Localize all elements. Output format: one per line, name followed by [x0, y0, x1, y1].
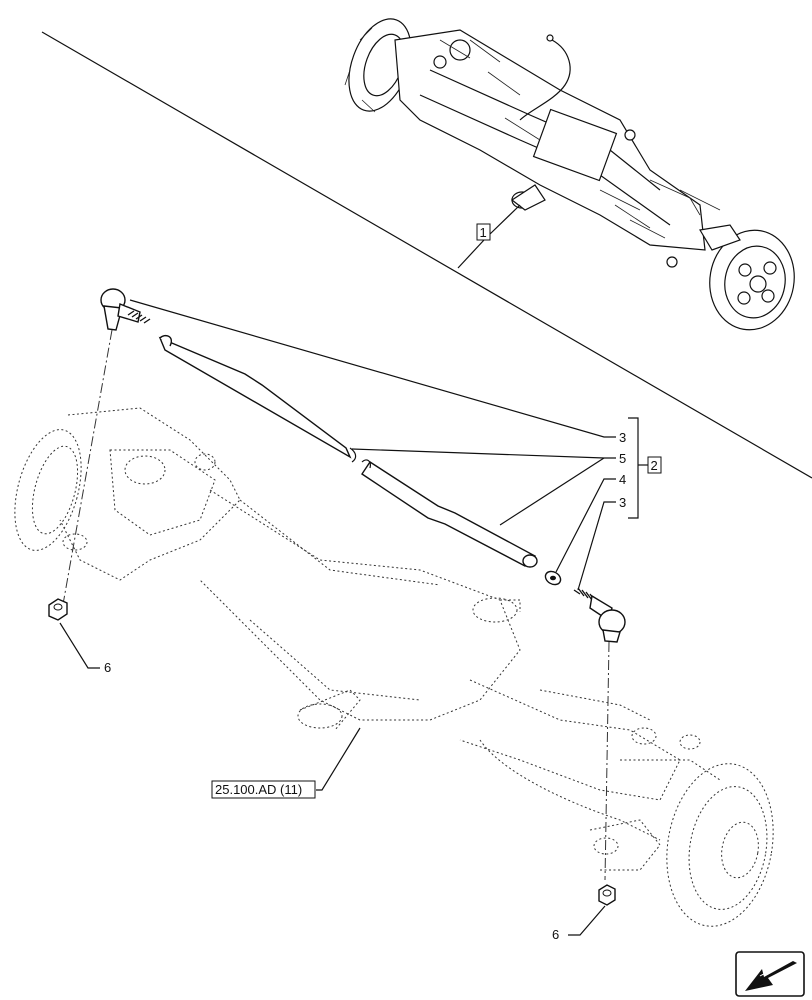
callout-3-top-leader — [129, 299, 616, 438]
callout-4-leader — [555, 478, 616, 573]
left-pin-axis — [61, 329, 113, 611]
tie-rod-tube — [158, 334, 538, 568]
ghosted-axle-outline — [14, 407, 774, 927]
left-tie-rod-end — [100, 288, 151, 331]
reference-leader — [316, 727, 361, 791]
reference-box — [211, 780, 316, 799]
separator-line — [41, 31, 812, 479]
callout-6-right-label: 6 — [552, 927, 559, 942]
callout-bracket — [628, 417, 639, 519]
callout-6-left-label: 6 — [104, 660, 111, 675]
reference-label: 25.100.AD (11) — [215, 782, 302, 797]
callout-3-bottom-leader — [577, 501, 616, 591]
callout-2-label: 2 — [651, 458, 658, 473]
arrow-down-left-icon[interactable] — [735, 951, 805, 997]
callout-4-label: 4 — [619, 472, 626, 487]
callout-2-box — [647, 456, 662, 474]
right-pin-axis — [604, 641, 610, 881]
callout-5-label: 5 — [619, 451, 626, 466]
right-nut — [598, 884, 616, 906]
callout-6-left-leader — [59, 622, 100, 669]
callout-3-label-top: 3 — [619, 430, 626, 445]
tie-rod-parts — [100, 288, 626, 643]
jam-nut — [544, 570, 562, 586]
callout-1-leader — [488, 204, 521, 236]
right-tie-rod-end — [573, 587, 626, 643]
callout-1-box — [476, 223, 491, 241]
assembled-axle-illustration — [344, 18, 795, 331]
left-nut — [48, 598, 68, 621]
callout-3-label-bottom: 3 — [619, 495, 626, 510]
callout-5-leader-b — [499, 457, 605, 526]
callout-1-leader-2 — [457, 239, 485, 269]
callout-1-label: 1 — [480, 225, 487, 240]
callout-6-right-leader — [568, 905, 606, 936]
callout-5-leader-a — [351, 448, 616, 459]
